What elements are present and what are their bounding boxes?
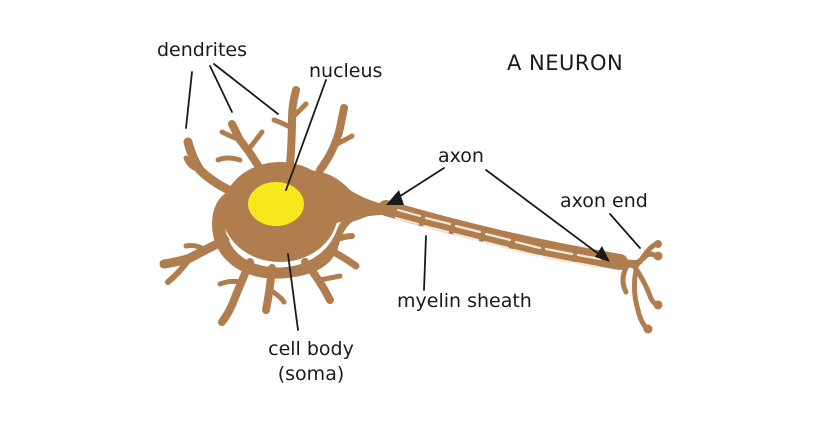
leader-lines [185, 63, 641, 331]
label-dendrites: dendrites [157, 39, 247, 61]
diagram-title: A NEURON [507, 51, 624, 75]
label-nucleus: nucleus [309, 60, 383, 82]
nucleus [248, 182, 304, 226]
leader-axon-end [609, 213, 641, 249]
label-axon-end: axon end [560, 190, 648, 212]
arrowhead-axon-right [595, 246, 610, 262]
label-cell-body-line1: cell body [268, 338, 354, 360]
axon-shaft [378, 200, 628, 270]
leader-dendrites-1 [185, 71, 193, 129]
label-myelin-sheath: myelin sheath [397, 290, 532, 312]
label-cell-body: cell body (soma) [256, 338, 366, 385]
neuron-shape [159, 86, 663, 334]
axon-terminals [620, 241, 659, 331]
leader-cell-body [287, 253, 299, 331]
arrowheads [386, 190, 610, 262]
leader-nucleus [285, 79, 327, 191]
axon-terminal-bulbs [643, 240, 663, 334]
leader-dendrites-3 [213, 63, 279, 115]
soma-to-axon [300, 169, 392, 230]
leader-axon-left [393, 167, 445, 201]
leader-dendrites-2 [209, 65, 233, 113]
leader-myelin [423, 235, 427, 291]
leader-axon-right [485, 169, 605, 259]
arrowhead-axon-left [386, 190, 404, 205]
myelin-stripes [394, 208, 602, 269]
label-axon: axon [438, 145, 484, 167]
label-cell-body-line2: (soma) [277, 363, 345, 385]
